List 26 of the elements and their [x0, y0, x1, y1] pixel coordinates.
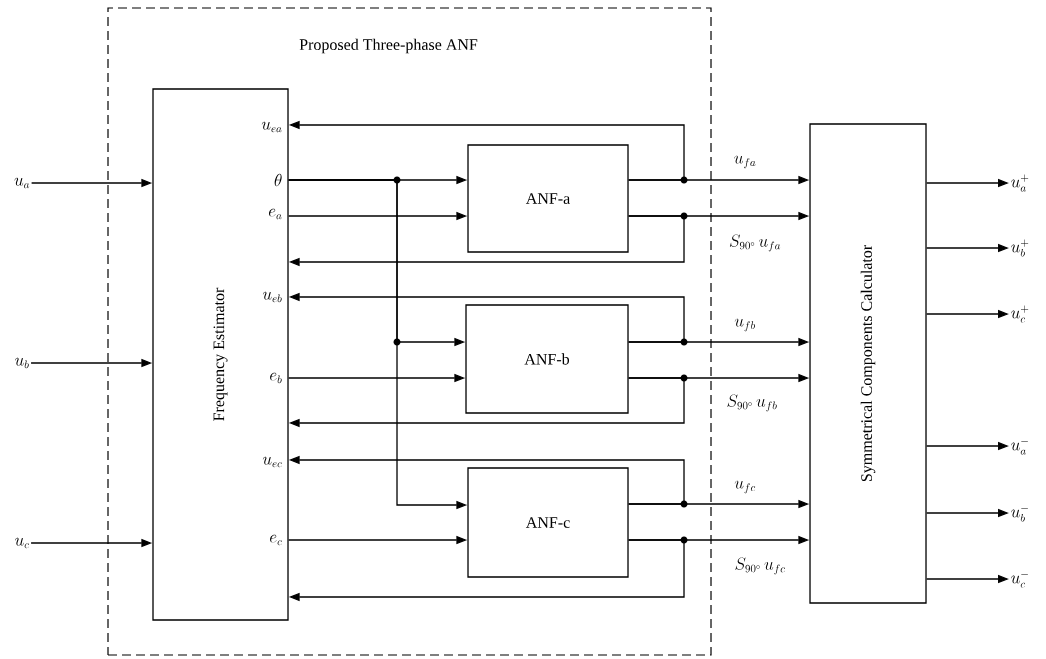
signal-label: $u_{c}^{-}$: [1011, 574, 1028, 588]
signal-label: $u_{c}^{+}$: [1011, 305, 1029, 323]
port-label: $u_{ec}$: [262, 456, 282, 468]
signal-label: $S_{90^\circ}\, u_{fa}$: [729, 234, 781, 252]
signal-label: $S_{90^\circ}\, u_{fb}$: [727, 394, 777, 412]
signal-label: $u_{a}^{+}$: [1011, 174, 1029, 192]
port-label: $u_{eb}$: [262, 291, 282, 303]
signal-label: $u_{b}^{+}$: [1011, 239, 1029, 257]
signal-label: $u_{fb}$: [734, 318, 756, 332]
block-box: Symmetrical Components Calculator: [809, 123, 927, 604]
port-label: $u_{ea}$: [261, 121, 282, 133]
block-box: ANF-b: [465, 304, 629, 414]
signal-label: $u_{fa}$: [734, 155, 756, 169]
port-label: $e_{b}$: [270, 372, 282, 384]
block-box: ANF-a: [467, 144, 629, 253]
signal-label: $u_{b}^{-}$: [1011, 508, 1028, 522]
signal-label: $u_{fc}$: [734, 480, 756, 494]
signal-label: $u_{b}$: [15, 357, 29, 369]
port-label: $e_{a}$: [269, 208, 282, 220]
signal-label: $u_{c}$: [15, 537, 29, 549]
signal-label: $u_{a}$: [14, 177, 30, 189]
signal-label: $S_{90^\circ}\, u_{fc}$: [735, 557, 785, 575]
signal-label: $u_{a}^{-}$: [1011, 441, 1028, 455]
block-box: ANF-c: [467, 467, 629, 578]
port-label: $\theta$: [274, 173, 282, 187]
port-label: $e_{c}$: [270, 534, 282, 546]
